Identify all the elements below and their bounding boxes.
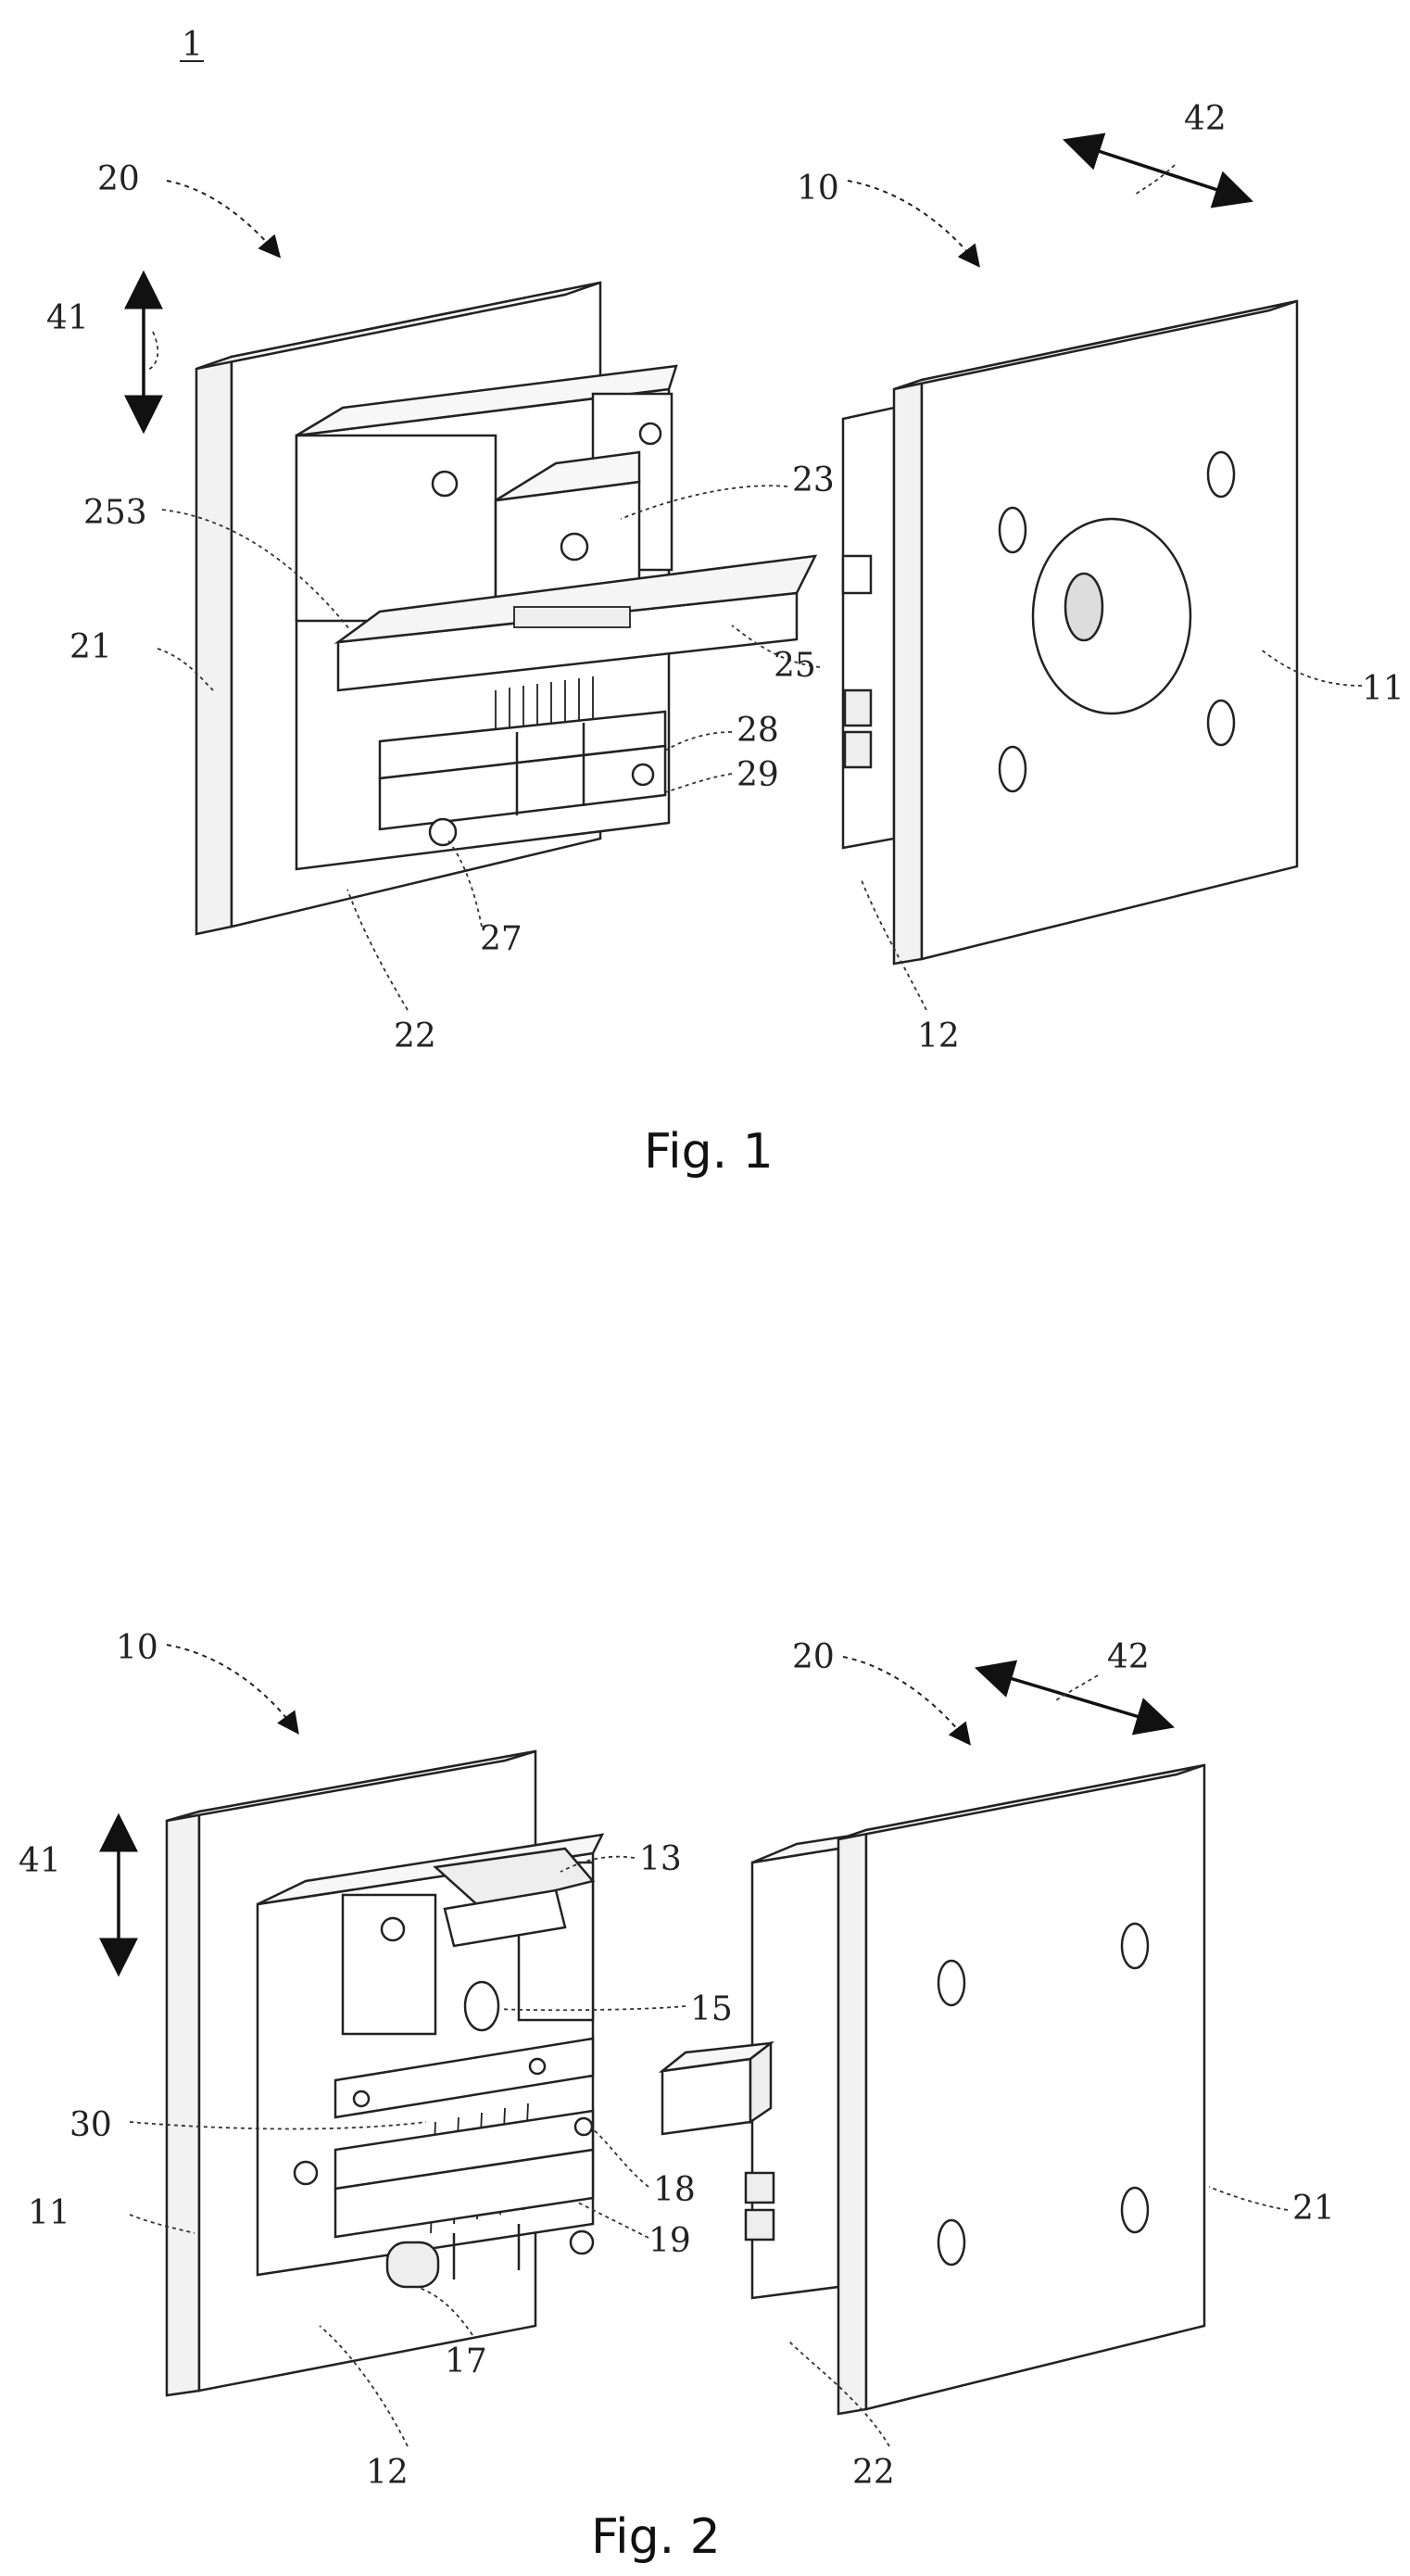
- fig1-caption: Fig. 1: [644, 1124, 774, 1180]
- fig2-hole-side: [295, 2162, 317, 2184]
- fig1-hole-a: [433, 472, 457, 496]
- fig2-label-21: 21: [1292, 2190, 1335, 2228]
- fig2-hole-18: [575, 2118, 592, 2135]
- figure-2: 10 20 42 41 13 15 30 18 11 19 21 17 12 2…: [19, 1629, 1335, 2565]
- fig2-plate-21-hole-tl: [938, 1961, 964, 2005]
- fig1-plate-11-sprue-inner: [1065, 574, 1102, 640]
- fig2-label-18: 18: [653, 2171, 696, 2209]
- fig1-label-23: 23: [792, 461, 835, 499]
- fig2-direction-arrow-42: [982, 1670, 1167, 1725]
- fig1-label-10: 10: [797, 170, 839, 208]
- fig2-plate-21-side: [838, 1830, 866, 2414]
- fig1-plate-11-hole-br: [1208, 701, 1234, 745]
- fig1-hole-b: [640, 423, 661, 444]
- fig1-label-12: 12: [917, 1017, 960, 1055]
- fig2-label-42: 42: [1107, 1638, 1150, 1676]
- fig2-plate-11-side: [167, 1812, 199, 2395]
- fig2-label-12: 12: [366, 2454, 409, 2492]
- fig2-label-22: 22: [852, 2454, 895, 2492]
- fig2-plate-21-hole-br: [1122, 2188, 1148, 2232]
- fig2-mold-half-20: [662, 1765, 1204, 2414]
- fig1-label-22: 22: [394, 1017, 436, 1055]
- fig1-hole-c: [633, 764, 653, 785]
- fig1-plate-11-hole-bl: [1000, 747, 1026, 791]
- fig1-label-25: 25: [774, 647, 816, 685]
- fig1-label-11: 11: [1362, 670, 1404, 708]
- fig2-bar-hole-b: [530, 2059, 545, 2074]
- fig2-hole-15: [465, 1982, 498, 2030]
- fig1-pointer-10: [848, 181, 977, 264]
- fig1-plate-11-hole-tl: [1000, 508, 1026, 552]
- fig1-direction-arrow-42: [1070, 142, 1246, 199]
- fig1-plate-11-side: [894, 380, 922, 964]
- fig1-label-42: 42: [1184, 100, 1227, 138]
- fig2-label-30: 30: [69, 2106, 112, 2144]
- fig1-core-12: [843, 408, 894, 848]
- fig2-bar-hole-a: [354, 2091, 369, 2106]
- fig1-plate-21-side: [196, 357, 232, 934]
- fig2-core-22-tab-b: [746, 2210, 774, 2240]
- fig2-mold-half-10: [167, 1751, 602, 2395]
- sheet-number: 1: [182, 26, 203, 64]
- fig2-plate-21-hole-bl: [938, 2220, 964, 2265]
- fig1-upper-block-left: [296, 436, 496, 621]
- fig1-pointer-20: [167, 181, 278, 255]
- fig2-core-22-tab-a: [746, 2173, 774, 2203]
- fig2-label-19: 19: [648, 2222, 691, 2260]
- fig1-label-41: 41: [46, 299, 89, 337]
- fig1-label-27: 27: [480, 920, 522, 958]
- fig2-label-13: 13: [639, 1840, 682, 1878]
- fig1-plate-11-hole-tr: [1208, 452, 1234, 497]
- fig2-label-41: 41: [19, 1842, 61, 1880]
- fig1-label-20: 20: [97, 160, 140, 198]
- fig2-plate-21-hole-tr: [1122, 1924, 1148, 1968]
- fig1-core-12-tab-a: [845, 690, 871, 726]
- fig2-pointer-10: [167, 1645, 296, 1731]
- fig2-caption: Fig. 2: [591, 2509, 721, 2565]
- fig2-label-20: 20: [792, 1638, 835, 1676]
- fig1-hole-27: [430, 819, 456, 845]
- fig2-plate-21-face: [866, 1765, 1204, 2409]
- fig1-plate-11-sprue: [1033, 519, 1190, 713]
- fig1-label-28: 28: [736, 712, 779, 750]
- fig2-hole-a: [382, 1918, 404, 1940]
- fig1-core-12-notch: [843, 556, 871, 593]
- fig2-label-15: 15: [690, 1990, 733, 2028]
- fig1-label-21: 21: [69, 628, 112, 666]
- fig1-slider-hole: [561, 534, 587, 560]
- fig2-label-10: 10: [116, 1629, 158, 1667]
- fig2-upper-block-left: [343, 1895, 435, 2034]
- fig1-mold-half-10: [843, 301, 1297, 964]
- fig1-core-12-tab-b: [845, 732, 871, 767]
- fig2-slot-17: [387, 2242, 438, 2287]
- figure-1: 20 10 42 41 253 23 25 21 28 29 11 27 22 …: [46, 100, 1404, 1180]
- fig2-pointer-20: [843, 1657, 968, 1742]
- fig1-label-29: 29: [736, 756, 779, 794]
- fig2-label-17: 17: [445, 2342, 487, 2380]
- fig2-label-11: 11: [28, 2194, 70, 2232]
- fig2-hole-c: [571, 2231, 593, 2254]
- fig1-mold-half-20: [196, 283, 815, 934]
- fig1-label-253: 253: [83, 494, 147, 532]
